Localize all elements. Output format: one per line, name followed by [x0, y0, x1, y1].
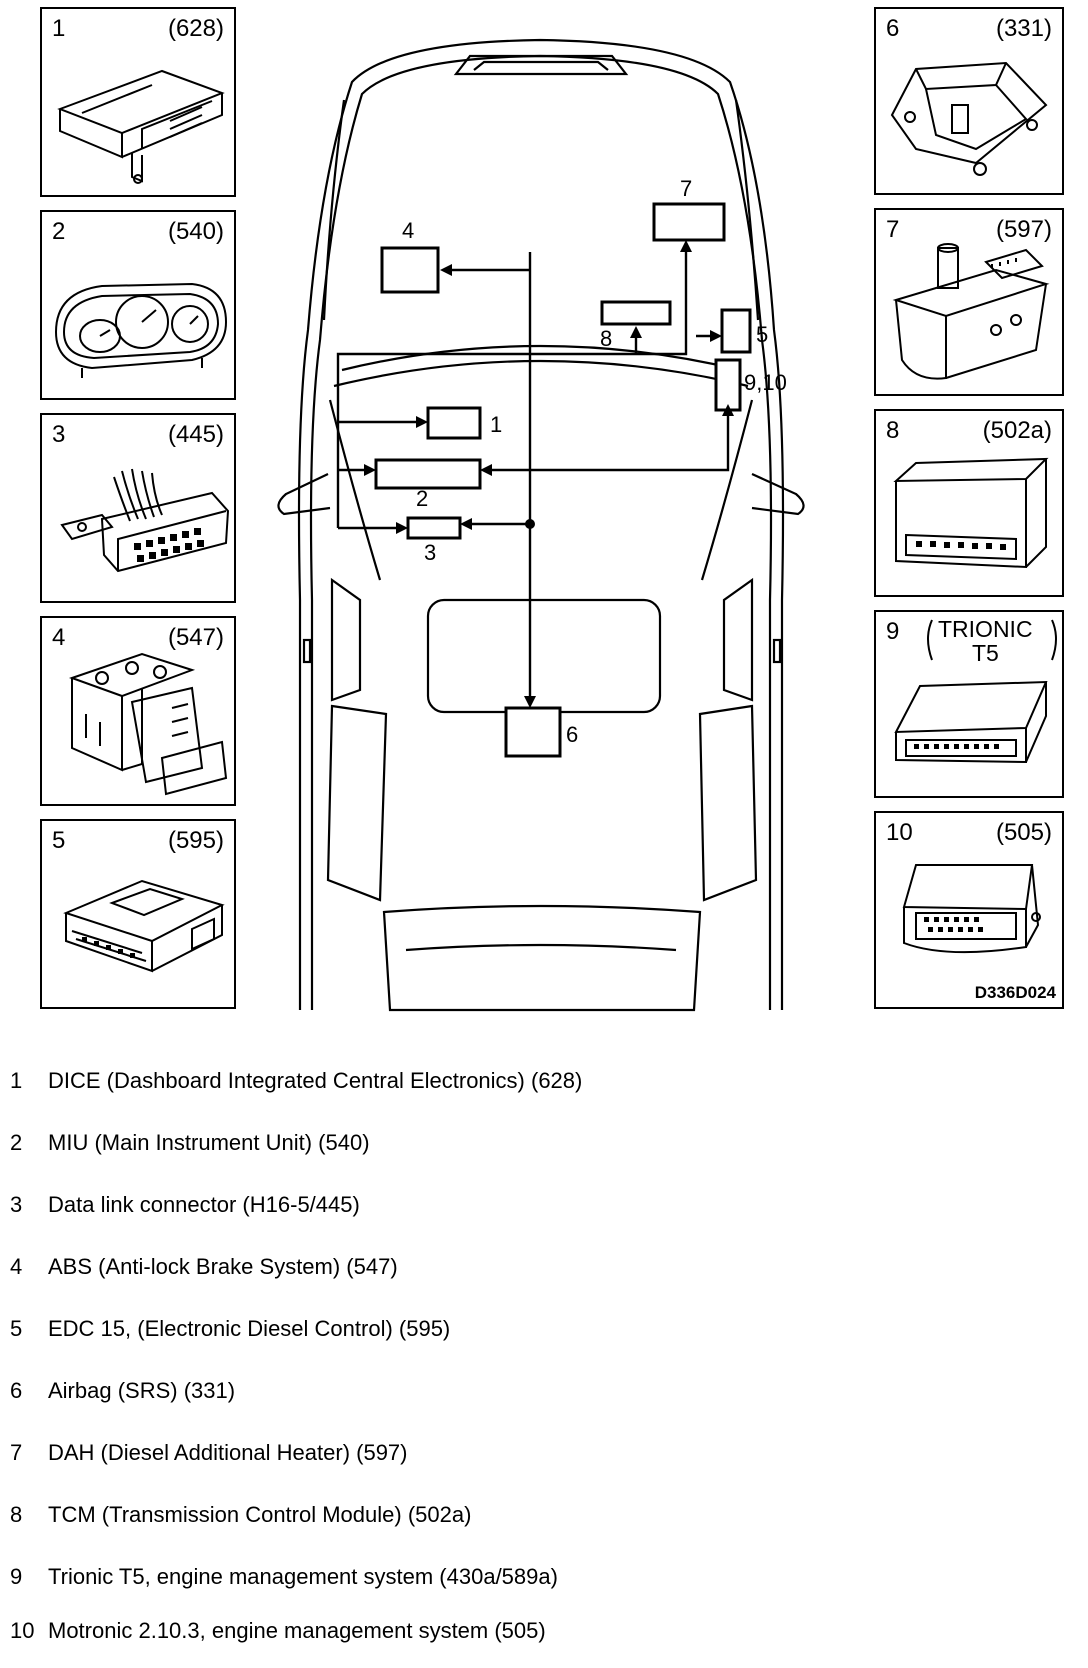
legend-text: Data link connector (H16-5/445)	[48, 1192, 360, 1217]
legend-number: 1	[10, 1068, 23, 1093]
legend-text: Airbag (SRS) (331)	[48, 1378, 236, 1403]
box-dah	[652, 202, 726, 242]
box-dlc	[406, 516, 462, 540]
panel-code: (331)	[995, 15, 1052, 42]
box-abs	[380, 246, 440, 294]
panel-number: 6	[886, 15, 900, 42]
panel-code: (628)	[167, 15, 224, 42]
label-miu: 2	[416, 486, 428, 511]
panel-number: 4	[52, 624, 66, 651]
legend-text: Trionic T5, engine management system (43…	[48, 1564, 558, 1589]
legend-item: 1 DICE (Dashboard Integrated Central Elec…	[10, 1068, 582, 1094]
legend-number: 8	[10, 1502, 23, 1527]
box-airbag	[504, 706, 562, 758]
legend-item: 10 Motronic 2.10.3, engine management sys…	[10, 1618, 546, 1644]
panel-trionic: 9 TRIONIC T5	[874, 610, 1064, 798]
abs-unit-icon	[68, 652, 228, 796]
panel-number: 7	[886, 216, 900, 243]
instrument-cluster-icon	[54, 282, 228, 378]
box-dice	[426, 406, 482, 440]
tcm-module-icon	[893, 457, 1049, 569]
panel-number: 9	[886, 618, 900, 645]
car-body-outline	[277, 38, 805, 1012]
legend-text: ABS (Anti-lock Brake System) (547)	[48, 1254, 398, 1279]
edc-module-icon	[63, 879, 225, 973]
legend-text: MIU (Main Instrument Unit) (540)	[48, 1130, 370, 1155]
module-boxes	[374, 202, 752, 758]
panel-tcm: 8 (502a)	[874, 409, 1064, 597]
legend-number: 5	[10, 1316, 23, 1341]
legend-number: 4	[10, 1254, 23, 1279]
legend-item: 2 MIU (Main Instrument Unit) (540)	[10, 1130, 370, 1156]
panel-code: (547)	[167, 624, 224, 651]
panel-number: 5	[52, 827, 66, 854]
box-miu	[374, 458, 482, 490]
label-dlc: 3	[424, 540, 436, 565]
panel-code: (445)	[167, 421, 224, 448]
panel-abs: 4 (547)	[40, 616, 236, 806]
panel-data-link-connector: 3 (445)	[40, 413, 236, 603]
legend-number: 10	[10, 1618, 35, 1643]
panel-code: (505)	[995, 819, 1052, 846]
label-dice: 1	[490, 412, 502, 437]
panel-number: 10	[886, 819, 913, 846]
panel-code: (540)	[167, 218, 224, 245]
label-tcm: 8	[600, 326, 612, 351]
panel-number: 3	[52, 421, 66, 448]
heater-unit-icon	[892, 243, 1050, 380]
legend-text: Motronic 2.10.3, engine management syste…	[48, 1618, 546, 1643]
legend-text: TCM (Transmission Control Module) (502a)	[48, 1502, 472, 1527]
legend-number: 6	[10, 1378, 23, 1403]
panel-code-line2: T5	[972, 640, 999, 666]
legend-item: 7 DAH (Diesel Additional Heater) (597)	[10, 1440, 408, 1466]
box-trionic-motronic	[714, 358, 742, 412]
panel-code: (597)	[995, 216, 1052, 243]
legend-item: 5 EDC 15, (Electronic Diesel Control) (59…	[10, 1316, 450, 1342]
legend-item: 3 Data link connector (H16-5/445)	[10, 1192, 360, 1218]
panel-airbag: 6 (331)	[874, 7, 1064, 195]
panel-number: 8	[886, 417, 900, 444]
box-tcm	[600, 300, 672, 326]
obd-connector-icon	[60, 468, 230, 573]
dice-module-icon	[57, 69, 225, 184]
panel-code: (595)	[167, 827, 224, 854]
trionic-module-icon	[894, 619, 1057, 764]
bus-junction	[525, 519, 535, 529]
panel-heater: 7 (597)	[874, 208, 1064, 396]
label-edc: 5	[756, 322, 768, 347]
panel-code-line1: TRIONIC	[938, 616, 1033, 642]
label-trionic-motronic: 9,10	[744, 370, 787, 395]
panel-dice: 1 (628)	[40, 7, 236, 197]
panel-number: 2	[52, 218, 66, 245]
legend-number: 9	[10, 1564, 23, 1589]
motronic-module-icon	[902, 864, 1041, 954]
label-abs: 4	[402, 218, 414, 243]
legend-number: 3	[10, 1192, 23, 1217]
legend-item: 6 Airbag (SRS) (331)	[10, 1378, 235, 1404]
legend-number: 2	[10, 1130, 23, 1155]
airbag-module-icon	[890, 61, 1048, 176]
panel-code: (502a)	[982, 417, 1052, 444]
panel-motronic: 10 (505) D336D024	[874, 811, 1064, 1009]
figure-reference: D336D024	[974, 983, 1056, 1002]
connection-lines	[336, 246, 730, 700]
panel-number: 1	[52, 15, 66, 42]
legend-text: DAH (Diesel Additional Heater) (597)	[48, 1440, 408, 1465]
legend-number: 7	[10, 1440, 23, 1465]
panel-edc: 5 (595)	[40, 819, 236, 1009]
legend-item: 4 ABS (Anti-lock Brake System) (547)	[10, 1254, 398, 1280]
legend-text: EDC 15, (Electronic Diesel Control) (595…	[48, 1316, 451, 1341]
arrow-heads	[364, 240, 734, 708]
panel-miu: 2 (540)	[40, 210, 236, 400]
legend-text: DICE (Dashboard Integrated Central Elect…	[48, 1068, 583, 1093]
label-airbag: 6	[566, 722, 578, 747]
legend-item: 9 Trionic T5, engine management system (4…	[10, 1564, 558, 1590]
car-topview-diagram: 1 2 3 4 5 6 7 8 9,10	[277, 38, 805, 1012]
label-dah: 7	[680, 176, 692, 201]
legend-item: 8 TCM (Transmission Control Module) (502a…	[10, 1502, 471, 1528]
box-edc	[720, 308, 752, 354]
